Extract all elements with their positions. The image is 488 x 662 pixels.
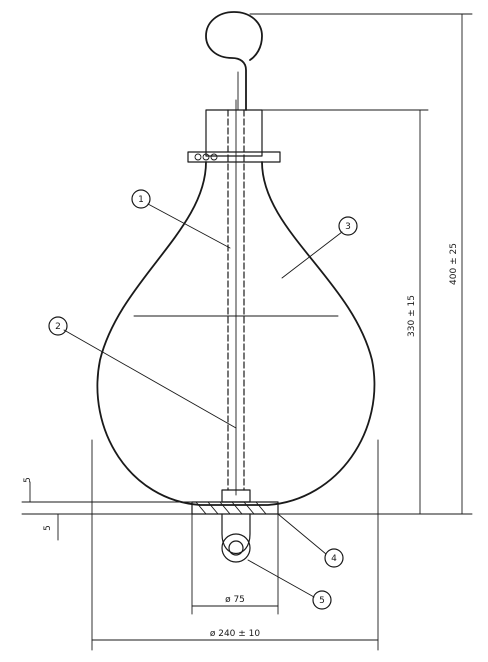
dim-bottom-thickness: 5 — [43, 525, 53, 531]
hook — [205, 11, 263, 111]
dim-bag-diameter: ø 240 ± 10 — [210, 629, 261, 639]
dim-bag-height: 330 ± 15 — [407, 295, 417, 337]
callout-4: 4 — [324, 548, 344, 568]
dim-total-height: 400 ± 25 — [449, 243, 459, 285]
dim-base-diameter: ø 75 — [225, 595, 245, 605]
callout-3: 3 — [338, 216, 358, 236]
base-assembly — [191, 489, 279, 563]
callout-5: 5 — [312, 590, 332, 610]
dim-top-thickness: 5 — [23, 477, 33, 483]
leader-lines — [63, 203, 343, 598]
svg-text:4: 4 — [331, 554, 337, 564]
svg-text:3: 3 — [345, 222, 351, 232]
dimension-lines — [21, 13, 473, 651]
svg-text:5: 5 — [319, 596, 325, 606]
neck-collar — [187, 109, 281, 163]
callout-2: 2 — [48, 316, 68, 336]
central-rod — [227, 99, 245, 496]
svg-text:1: 1 — [138, 195, 144, 205]
callout-1: 1 — [131, 189, 151, 209]
svg-text:2: 2 — [55, 322, 61, 332]
